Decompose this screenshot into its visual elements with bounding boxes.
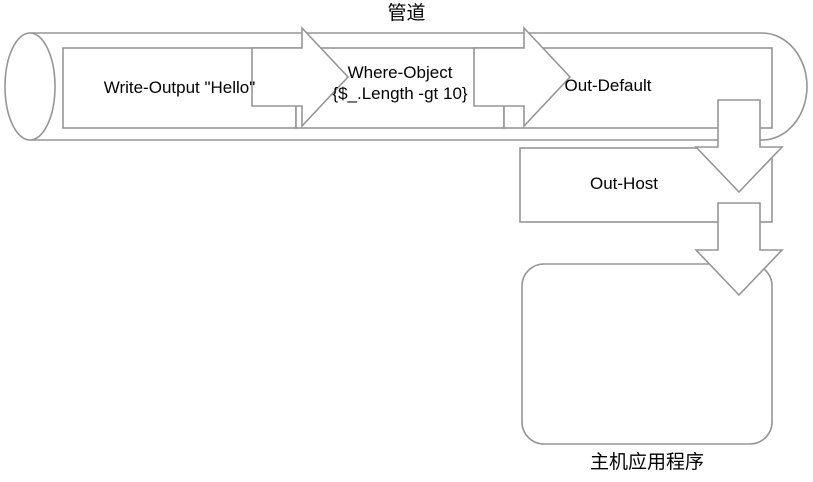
host-application-caption: 主机应用程序: [589, 452, 704, 473]
stage-label-where-object: Where-Object {$_.Length -gt 10}: [332, 63, 468, 103]
cylinder-left-cap: [4, 32, 56, 141]
stage-label-out-host: Out-Host: [589, 174, 659, 193]
arrow-right-icon-1: [251, 25, 350, 129]
arrow-down-icon-2: [694, 202, 784, 297]
stage-label-write-output: Write-Output "Hello": [103, 78, 256, 97]
arrow-down-icon-1: [694, 99, 784, 194]
host-application-box: [521, 263, 773, 445]
diagram-title: 管道: [387, 3, 426, 24]
arrow-right-icon-2: [473, 25, 572, 129]
stage-label-out-default: Out-Default: [564, 76, 652, 95]
